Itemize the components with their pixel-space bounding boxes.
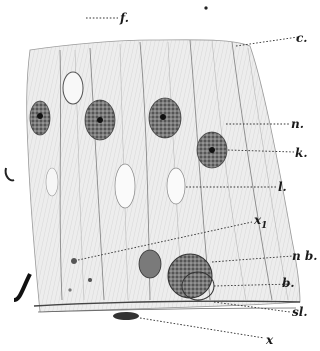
label-k: k.	[295, 146, 308, 160]
curved-mark-1	[6, 168, 14, 180]
label-nb: n b.	[292, 249, 317, 263]
dot-mark	[204, 6, 207, 9]
curved-mark-2	[14, 274, 30, 300]
label-c: c.	[296, 31, 307, 45]
label-b: b.	[282, 276, 295, 290]
cell-x	[113, 312, 139, 320]
basal-nucleus-small	[139, 250, 161, 278]
label-x: x	[265, 333, 274, 347]
label-sl: sl.	[292, 305, 308, 319]
lumen-l	[167, 168, 185, 204]
vacuole-top	[63, 72, 83, 104]
lumen-2	[46, 168, 58, 196]
basal-nucleus-nb	[168, 254, 212, 298]
label-x1-subscript: 1	[261, 221, 267, 231]
label-n: n.	[291, 117, 304, 131]
lumen-1	[115, 164, 135, 208]
label-f: f.	[119, 11, 129, 25]
label-l: l.	[278, 180, 287, 194]
